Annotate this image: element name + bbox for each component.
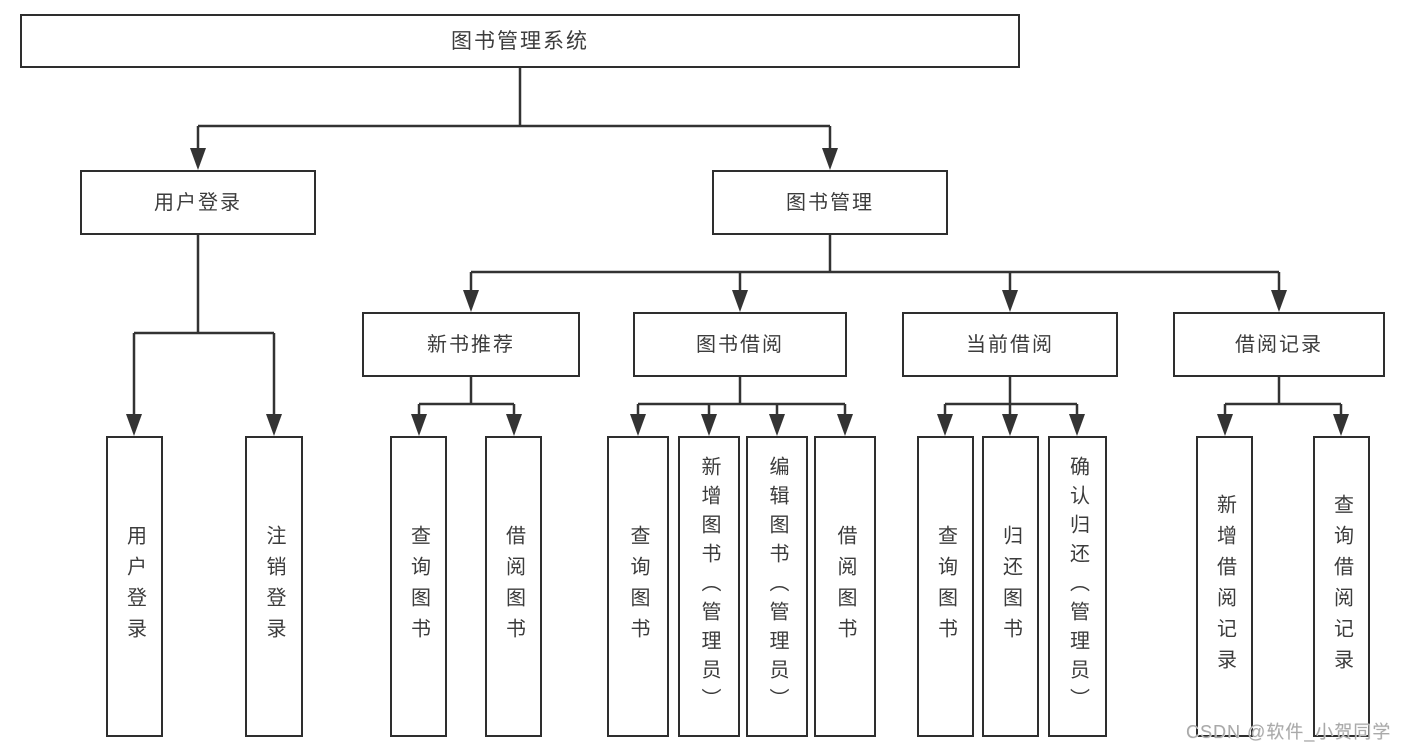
- node-current-borrow: 当前借阅: [902, 312, 1118, 377]
- leaf-records-query-record: 查询借阅记录: [1313, 436, 1370, 737]
- node-book-borrow: 图书借阅: [633, 312, 847, 377]
- node-root: 图书管理系统: [20, 14, 1020, 68]
- leaf-borrow-add-books-admin: 新增图书（管理员）: [678, 436, 740, 737]
- leaf-current-confirm-return-admin: 确认归还（管理员）: [1048, 436, 1107, 737]
- leaf-borrow-borrow-books: 借阅图书: [814, 436, 876, 737]
- node-new-book-recommend: 新书推荐: [362, 312, 580, 377]
- leaf-borrow-edit-books-admin: 编辑图书（管理员）: [746, 436, 808, 737]
- node-borrow-records: 借阅记录: [1173, 312, 1385, 377]
- leaf-newbook-query-books: 查询图书: [390, 436, 447, 737]
- leaf-current-return-books: 归还图书: [982, 436, 1039, 737]
- node-book-management: 图书管理: [712, 170, 948, 235]
- leaf-borrow-query-books: 查询图书: [607, 436, 669, 737]
- leaf-user-login: 用户登录: [106, 436, 163, 737]
- leaf-newbook-borrow-books: 借阅图书: [485, 436, 542, 737]
- leaf-records-add-record: 新增借阅记录: [1196, 436, 1253, 737]
- csdn-watermark: CSDN @软件_小贺同学: [1186, 722, 1392, 742]
- leaf-current-query-books: 查询图书: [917, 436, 974, 737]
- node-user-login: 用户登录: [80, 170, 316, 235]
- leaf-logout: 注销登录: [245, 436, 303, 737]
